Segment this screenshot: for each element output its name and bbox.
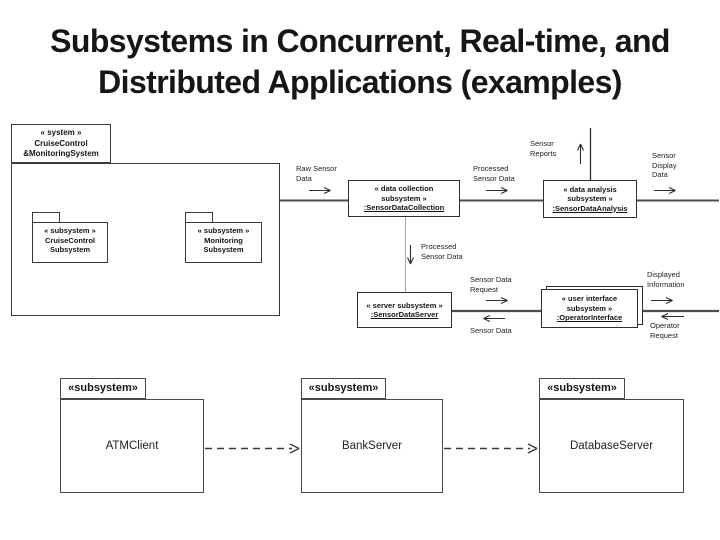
sensor-data-label: Sensor Data: [470, 326, 512, 335]
raw-sensor-data-label: Raw Sensor Data: [296, 164, 337, 183]
operator-interface-box-shadow: [546, 286, 643, 325]
sensor-reports-arrow: [577, 143, 584, 164]
sensor-data-arrow: [483, 315, 505, 322]
operator-interface-box: « user interface subsystem » :OperatorIn…: [541, 289, 638, 328]
server-stereotype: « server subsystem »: [366, 300, 443, 310]
processed-sensor-down-arrow: [407, 245, 414, 265]
operator-request-label: Operator Request: [650, 321, 680, 340]
package-atmclient: ATMClient: [60, 399, 204, 493]
sensor-data-request-label: Sensor Data Request: [470, 275, 512, 294]
sensor-display-data-arrow: [654, 187, 676, 194]
dependency-monitoring-arrowhead: [110, 237, 120, 246]
operator-instance: :OperatorInterface: [556, 313, 623, 323]
raw-sensor-data-arrow: [309, 187, 331, 194]
processed-sensor-data-down-label: Processed Sensor Data: [421, 242, 463, 261]
data-analysis-box: « data analysis subsystem » :SensorDataA…: [543, 180, 637, 218]
package-atmclient-tab: «subsystem»: [60, 378, 146, 399]
operator-request-arrow: [661, 313, 684, 320]
cruise-system-tab: « system » CruiseControl &MonitoringSyst…: [11, 124, 111, 163]
monitoring-package: « subsystem » Monitoring Subsystem: [185, 222, 262, 263]
server-instance: :SensorDataServer: [370, 310, 439, 319]
cruise-system-box: [11, 163, 280, 316]
processed-sensor-data-label: Processed Sensor Data: [473, 164, 515, 183]
data-analysis-stereotype: « data analysis subsystem »: [563, 184, 617, 204]
data-collection-stereotype: « data collection subsystem »: [374, 184, 434, 203]
operator-stereotype: « user interface subsystem »: [561, 294, 618, 313]
monitoring-package-tab: [185, 212, 213, 223]
package-bankserver: BankServer: [301, 399, 443, 493]
dependency-bank-arrowhead: [527, 443, 538, 454]
package-databaseserver-label: DatabaseServer: [569, 440, 654, 452]
package-atmclient-label: ATMClient: [105, 440, 159, 452]
displayed-information-label: Displayed Information: [647, 270, 685, 289]
data-collection-instance: :SensorDataCollection: [363, 203, 445, 213]
slide-title: Subsystems in Concurrent, Real-time, and…: [50, 23, 670, 100]
cruisecontrol-package: « subsystem » CruiseControl Subsystem: [32, 222, 108, 263]
dependency-atm-arrowhead: [289, 443, 300, 454]
server-box: « server subsystem » :SensorDataServer: [357, 292, 452, 328]
cruisecontrol-package-tab: [32, 212, 60, 223]
package-databaseserver: DatabaseServer: [539, 399, 684, 493]
sensor-data-request-arrow: [486, 297, 508, 304]
data-analysis-instance: :SensorDataAnalysis: [552, 203, 628, 213]
package-databaseserver-tab: «subsystem»: [539, 378, 625, 399]
sensor-display-data-label: Sensor Display Data: [652, 151, 677, 179]
processed-sensor-data-arrow: [486, 187, 508, 194]
package-bankserver-label: BankServer: [341, 440, 403, 452]
sensor-reports-label: Sensor Reports: [530, 139, 557, 158]
data-collection-box: « data collection subsystem » :SensorDat…: [348, 180, 460, 217]
package-bankserver-tab: «subsystem»: [301, 378, 386, 399]
displayed-information-arrow: [651, 297, 673, 304]
